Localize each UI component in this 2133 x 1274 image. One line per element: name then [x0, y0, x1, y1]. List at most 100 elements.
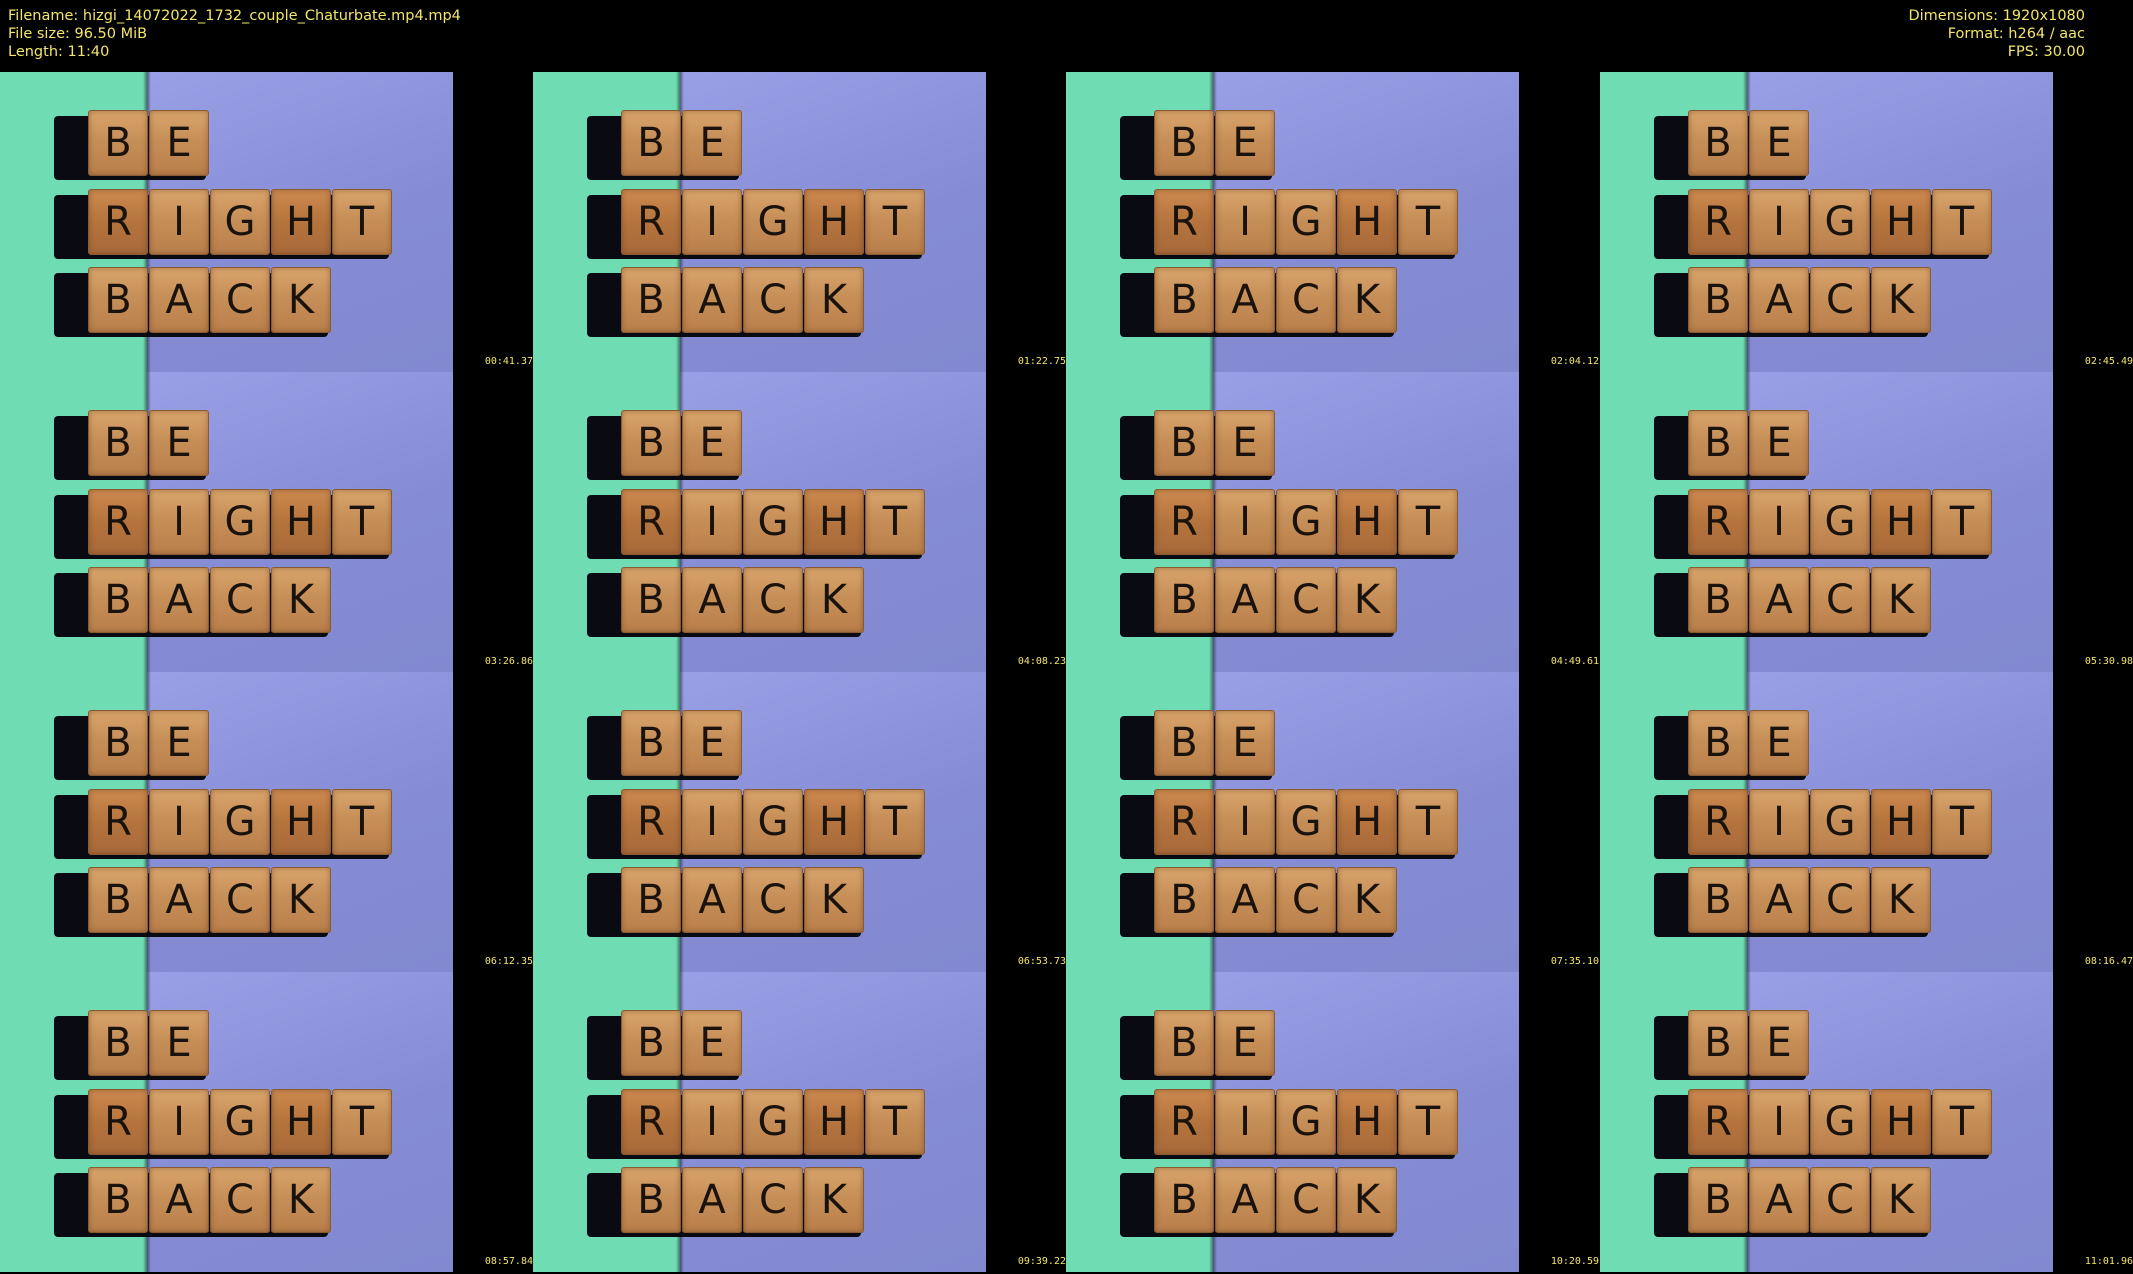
- letter-tile: R: [1688, 789, 1748, 855]
- thumbnail-timestamp: 00:41.37: [484, 356, 533, 367]
- letter-tile: E: [1215, 1010, 1275, 1076]
- letter-tile: R: [1688, 1089, 1748, 1155]
- letter-tile: E: [1749, 410, 1809, 476]
- letter-tile: H: [1871, 189, 1931, 255]
- letter-tile: A: [1215, 867, 1275, 933]
- letter-tile: T: [865, 489, 925, 555]
- letter-tile: B: [1154, 710, 1214, 776]
- letter-tile: E: [1749, 710, 1809, 776]
- letter-tile: C: [210, 267, 270, 333]
- letter-tile: R: [621, 789, 681, 855]
- filename-label: Filename: hizgi_14072022_1732_couple_Cha…: [8, 8, 461, 24]
- thumbnail-timestamp: 05:30.98: [2084, 656, 2133, 667]
- letter-tile: I: [1749, 789, 1809, 855]
- letter-tile: B: [621, 110, 681, 176]
- letter-tile: T: [1398, 1089, 1458, 1155]
- letter-tile: K: [1871, 567, 1931, 633]
- letter-tile: K: [271, 267, 331, 333]
- letter-tile: K: [271, 867, 331, 933]
- letter-tile: H: [1337, 489, 1397, 555]
- thumbnail-timestamp: 08:57.84: [484, 1256, 533, 1267]
- thumbnail-timestamp: 04:49.61: [1550, 656, 1599, 667]
- letter-tile: E: [149, 1010, 209, 1076]
- letter-tile: C: [1810, 567, 1870, 633]
- letter-tile: E: [1749, 110, 1809, 176]
- letter-tile: K: [1871, 867, 1931, 933]
- letter-tile: I: [1215, 1089, 1275, 1155]
- letter-tile: K: [804, 867, 864, 933]
- letter-tile: G: [210, 189, 270, 255]
- letter-tile: E: [149, 110, 209, 176]
- letter-tile: A: [149, 267, 209, 333]
- letter-tile: G: [1276, 189, 1336, 255]
- letter-tile: R: [621, 189, 681, 255]
- letter-tile: B: [88, 1167, 148, 1233]
- letter-tile: B: [88, 1010, 148, 1076]
- letter-tile: R: [1154, 789, 1214, 855]
- letter-tile: E: [1215, 110, 1275, 176]
- letter-tile: C: [1810, 1167, 1870, 1233]
- thumbnail-timestamp: 09:39.22: [1017, 1256, 1066, 1267]
- thumbnail-timestamp: 01:22.75: [1017, 356, 1066, 367]
- letter-tile: R: [1154, 189, 1214, 255]
- letter-tile: E: [682, 110, 742, 176]
- thumbnail-timestamp: 08:16.47: [2084, 956, 2133, 967]
- letter-tile: B: [1688, 1167, 1748, 1233]
- thumbnail-timestamp: 02:45.49: [2084, 356, 2133, 367]
- letter-tile: R: [88, 789, 148, 855]
- letter-tile: T: [1932, 1089, 1992, 1155]
- thumbnail-timestamp: 11:01.96: [2084, 1256, 2133, 1267]
- letter-tile: H: [271, 1089, 331, 1155]
- letter-tile: A: [1749, 267, 1809, 333]
- letter-tile: B: [621, 410, 681, 476]
- letter-tile: T: [332, 189, 392, 255]
- letter-tile: B: [88, 567, 148, 633]
- letter-tile: A: [1749, 1167, 1809, 1233]
- length-label: Length: 11:40: [8, 44, 110, 60]
- letter-tile: B: [88, 110, 148, 176]
- letter-tile: G: [1810, 189, 1870, 255]
- thumbnail-timestamp: 03:26.86: [484, 656, 533, 667]
- letter-tile: H: [1871, 489, 1931, 555]
- letter-tile: B: [621, 1010, 681, 1076]
- letter-tile: B: [1688, 410, 1748, 476]
- format-label: Format: h264 / aac: [1947, 26, 2085, 42]
- letter-tile: H: [804, 1089, 864, 1155]
- letter-tile: R: [88, 1089, 148, 1155]
- letter-tile: H: [804, 789, 864, 855]
- letter-tile: K: [1337, 267, 1397, 333]
- letter-tile: A: [149, 567, 209, 633]
